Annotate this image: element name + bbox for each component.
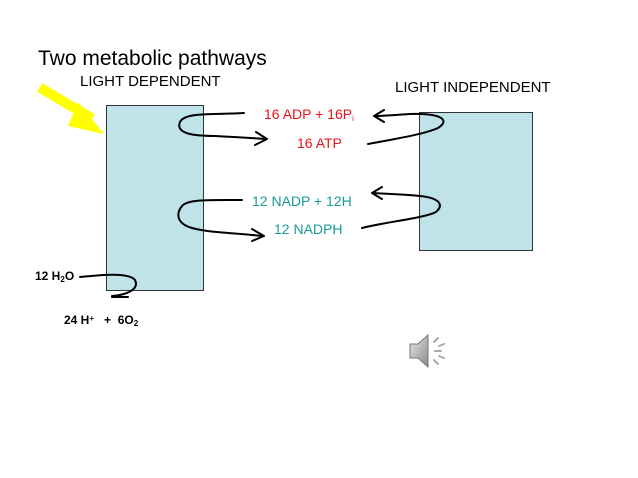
products-h: 24 H (64, 313, 90, 327)
water-label: 12 H2O (35, 269, 74, 284)
adp-atp-arrowhead (254, 131, 268, 146)
adp-text: 16 ADP + 16P (264, 106, 353, 122)
light-dependent-label: LIGHT DEPENDENT (80, 73, 221, 90)
adp-subscript: i (352, 114, 354, 123)
speaker-icon[interactable] (406, 330, 454, 372)
products-o2-subscript: 2 (133, 319, 139, 328)
nadp-nadph-arrowhead (251, 228, 265, 242)
atp-label: 16 ATP (297, 135, 342, 151)
products-o2: 6O (117, 313, 134, 327)
yellow-arrow-icon (37, 83, 104, 134)
light-dependent-box (106, 105, 204, 291)
atp-adp-arrowhead (373, 109, 385, 123)
adp-label: 16 ADP + 16Pi (264, 106, 354, 123)
products-plus: + (104, 313, 112, 327)
water-subscript: 2 (60, 275, 65, 284)
water-o: O (64, 269, 75, 283)
water-curve-arrow (79, 273, 137, 297)
adp-atp-loop-arrow (178, 112, 267, 140)
nadp-label: 12 NADP + 12H (252, 193, 352, 209)
light-independent-label: LIGHT INDEPENDENT (395, 79, 551, 96)
nadph-nadp-arrowhead (371, 186, 383, 200)
products-h-superscript: + (89, 314, 95, 323)
nadph-nadp-loop-arrow (361, 192, 441, 229)
slide-title: Two metabolic pathways (38, 47, 267, 70)
atp-adp-loop-arrow (367, 112, 445, 145)
water-coef: 12 H (35, 269, 61, 283)
products-label: 24 H+ + 6O2 (64, 313, 138, 328)
light-independent-box (419, 112, 533, 251)
nadp-nadph-loop-arrow (177, 198, 263, 237)
nadph-label: 12 NADPH (274, 221, 343, 237)
